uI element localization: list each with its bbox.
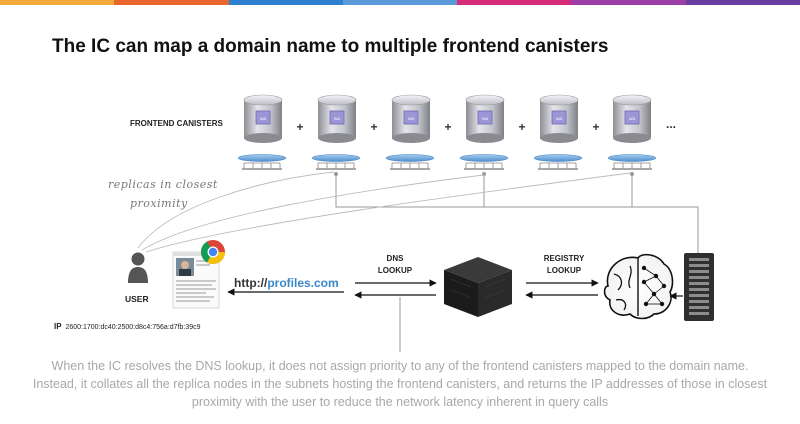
profiles-url: http://profiles.com xyxy=(234,276,339,290)
connection-dot xyxy=(630,172,634,176)
registry-label-line2: LOOKUP xyxy=(546,266,582,275)
color-stripe xyxy=(571,0,686,5)
ellipsis: ... xyxy=(666,117,676,131)
color-stripe xyxy=(228,0,343,5)
canister-6: WA xyxy=(612,94,652,143)
canister-wa-icon: WA xyxy=(260,116,267,121)
color-stripe xyxy=(342,0,458,5)
plus-sign: + xyxy=(296,120,303,134)
frontend-canisters-label: FRONTEND CANISTERS xyxy=(130,119,223,128)
color-stripe xyxy=(685,0,800,5)
connection-dot xyxy=(334,172,338,176)
proximity-lines xyxy=(137,171,631,253)
ic-cube-icon xyxy=(444,257,512,317)
plus-sign: + xyxy=(370,120,377,134)
ip-label: IP xyxy=(54,322,62,331)
url-prefix: http:// xyxy=(234,276,268,290)
registry-connection-lines xyxy=(335,172,699,253)
caption-text: When the IC resolves the DNS lookup, it … xyxy=(32,359,768,409)
subnet-node-2 xyxy=(311,154,361,170)
replicas-annotation-line1: replicas in closest xyxy=(108,178,218,191)
ip-value: 2600:1700:dc40:2500:d8c4:756a:d7fb:39c9 xyxy=(65,324,201,331)
registry-lookup-label: REGISTRY LOOKUP xyxy=(532,254,596,275)
brain-icon xyxy=(603,253,674,320)
subnet-node-4 xyxy=(459,154,509,170)
canister-3: WA xyxy=(391,94,431,143)
browser-window-icon xyxy=(172,251,220,309)
color-stripe xyxy=(0,0,115,5)
canister-5: WA xyxy=(539,94,579,143)
replicas-annotation-line2: proximity xyxy=(130,197,188,210)
color-stripe xyxy=(457,0,572,5)
subnet-node-3 xyxy=(385,154,435,170)
canister-wa-icon: WA xyxy=(334,116,341,121)
canister-1: WA xyxy=(243,94,283,143)
dns-label-line1: DNS xyxy=(386,254,404,263)
subnet-node-6 xyxy=(607,154,657,170)
canister-4: WA xyxy=(465,94,505,143)
subnet-group xyxy=(237,154,657,170)
plus-sign: + xyxy=(592,120,599,134)
plus-sign: + xyxy=(444,120,451,134)
canister-wa-icon: WA xyxy=(556,116,563,121)
subnet-node-5 xyxy=(533,154,583,170)
color-stripe xyxy=(114,0,229,5)
dns-label-line2: LOOKUP xyxy=(377,266,413,275)
canister-wa-icon: WA xyxy=(408,116,415,121)
canister-wa-icon: WA xyxy=(629,116,636,121)
canister-wa-icon: WA xyxy=(482,116,489,121)
dns-lookup-label: DNS LOOKUP xyxy=(370,254,420,275)
slide-title: The IC can map a domain name to multiple… xyxy=(52,36,609,57)
server-rack-icon xyxy=(684,253,714,321)
url-host: profiles.com xyxy=(267,276,339,290)
plus-sign: + xyxy=(518,120,525,134)
user-label: USER xyxy=(125,294,149,304)
registry-label-line1: REGISTRY xyxy=(543,254,585,263)
user-icon xyxy=(128,252,148,283)
subnet-node-1 xyxy=(237,154,287,170)
ip-address: IP 2600:1700:dc40:2500:d8c4:756a:d7fb:39… xyxy=(54,322,201,331)
chrome-icon xyxy=(201,240,225,264)
canister-group: WA WA WA WA WA xyxy=(243,94,652,143)
canister-2: WA xyxy=(317,94,357,143)
top-color-bar xyxy=(0,0,800,5)
